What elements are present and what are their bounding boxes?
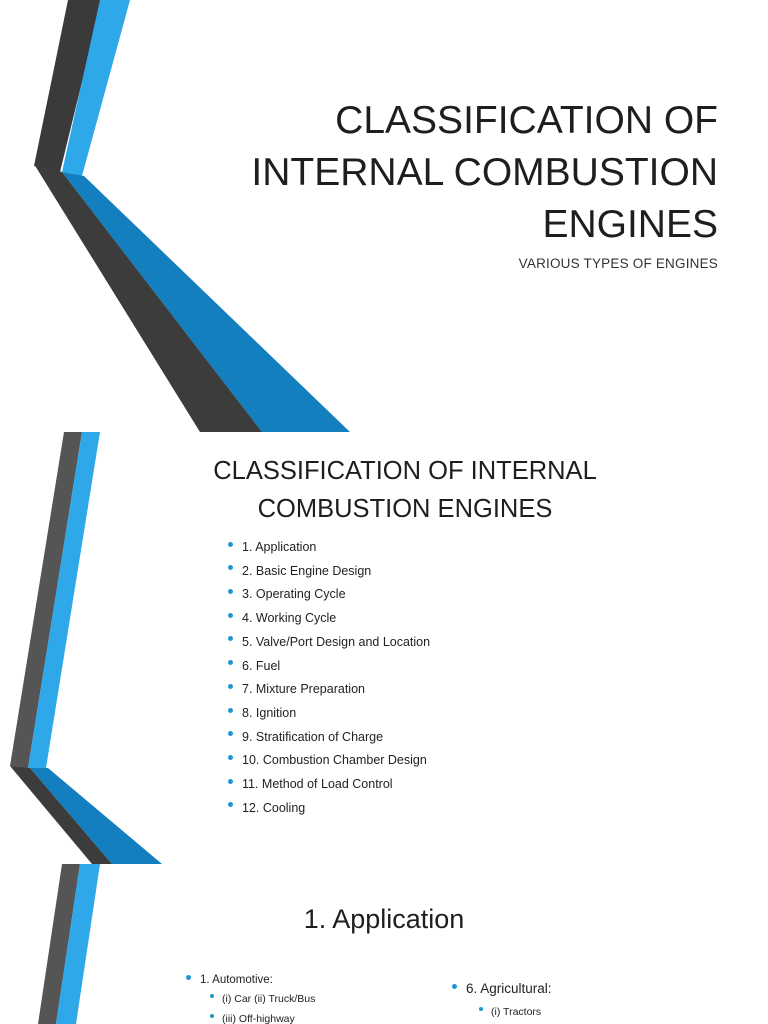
list-item: 12. Cooling bbox=[227, 797, 430, 821]
list-item: 6. Fuel bbox=[227, 655, 430, 679]
title-line: INTERNAL COMBUSTION bbox=[251, 151, 718, 194]
application-slide: 1. Application 1. Automotive: (i) Car (i… bbox=[0, 864, 768, 1024]
classification-slide: CLASSIFICATION OF INTERNAL COMBUSTION EN… bbox=[0, 432, 768, 864]
deco-gray-band bbox=[10, 432, 82, 768]
application-list-right: 6. Agricultural: bbox=[452, 978, 552, 1000]
deco-gray-band bbox=[38, 864, 80, 1024]
sub-list-item: (iii) Off-highway bbox=[209, 1009, 315, 1024]
classification-list: 1. Application 2. Basic Engine Design 3.… bbox=[227, 536, 430, 821]
list-item: 9. Stratification of Charge bbox=[227, 726, 430, 750]
list-item: 2. Basic Engine Design bbox=[227, 560, 430, 584]
application-sublist-right: (i) Tractors bbox=[478, 1002, 541, 1022]
deco-blue-band bbox=[62, 0, 130, 176]
sub-list-item: (i) Car (ii) Truck/Bus bbox=[209, 989, 315, 1009]
deco-blue-band bbox=[28, 432, 100, 768]
title-line: CLASSIFICATION OF bbox=[335, 99, 718, 142]
list-item: 4. Working Cycle bbox=[227, 607, 430, 631]
list-item: 7. Mixture Preparation bbox=[227, 678, 430, 702]
slide-title: CLASSIFICATION OF INTERNAL COMBUSTION EN… bbox=[118, 95, 718, 251]
slide-title: CLASSIFICATION OF INTERNAL COMBUSTION EN… bbox=[170, 452, 640, 528]
list-item: 6. Agricultural: bbox=[452, 978, 552, 1000]
slide-decoration bbox=[38, 864, 100, 1024]
title-slide: CLASSIFICATION OF INTERNAL COMBUSTION EN… bbox=[0, 0, 768, 432]
list-item: 11. Method of Load Control bbox=[227, 773, 430, 797]
list-item: 3. Operating Cycle bbox=[227, 583, 430, 607]
slide-subtitle: VARIOUS TYPES OF ENGINES bbox=[518, 256, 718, 271]
deco-blue-band bbox=[56, 864, 100, 1024]
deco-dark-gray-wedge bbox=[10, 766, 112, 864]
deco-dark-gray-wedge bbox=[34, 164, 262, 432]
slide-title: 1. Application bbox=[303, 904, 465, 934]
title-line: COMBUSTION ENGINES bbox=[257, 495, 553, 523]
list-item: 8. Ignition bbox=[227, 702, 430, 726]
list-item: 10. Combustion Chamber Design bbox=[227, 749, 430, 773]
list-item: 1. Automotive: bbox=[186, 970, 273, 990]
application-list-left: 1. Automotive: bbox=[186, 970, 273, 990]
title-line: CLASSIFICATION OF INTERNAL bbox=[213, 457, 597, 485]
application-sublist-left: (i) Car (ii) Truck/Bus (iii) Off-highway bbox=[209, 989, 315, 1024]
deco-dark-blue-wedge bbox=[30, 768, 162, 864]
list-item: 1. Application bbox=[227, 536, 430, 560]
slide-decoration bbox=[10, 432, 162, 864]
deco-dark-blue-wedge bbox=[62, 172, 350, 432]
sub-list-item: (i) Tractors bbox=[478, 1002, 541, 1022]
slide-decoration bbox=[34, 0, 350, 432]
deco-gray-band bbox=[34, 0, 102, 172]
title-line: ENGINES bbox=[542, 203, 718, 246]
list-item: 5. Valve/Port Design and Location bbox=[227, 631, 430, 655]
